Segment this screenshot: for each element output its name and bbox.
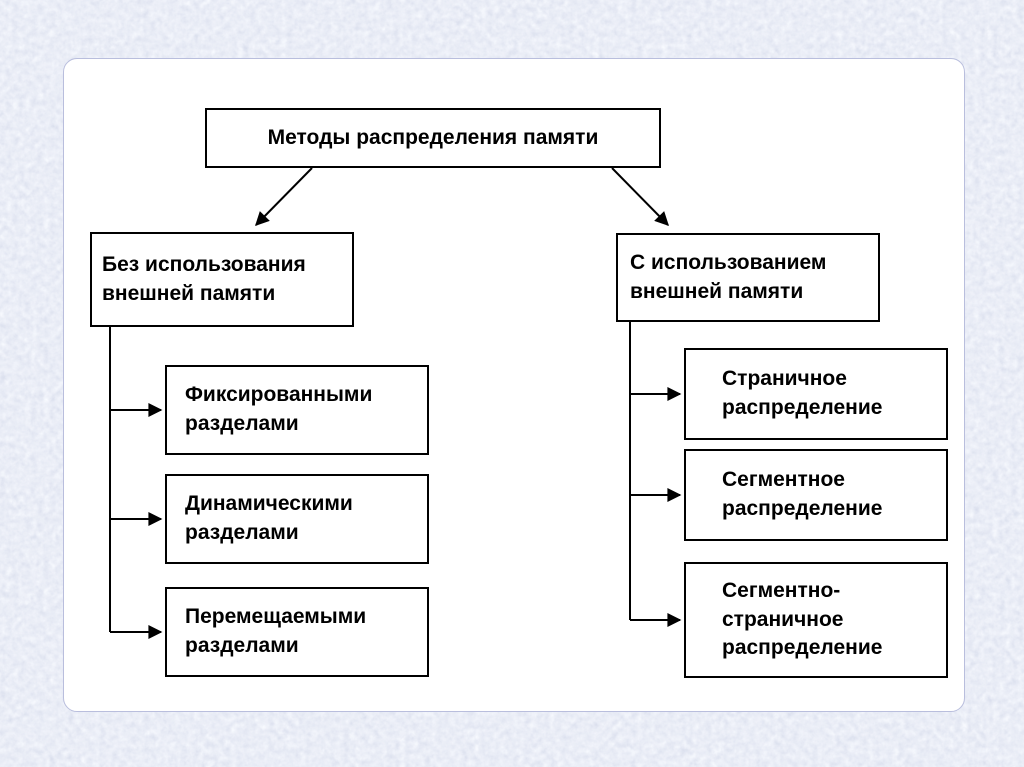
node-segment-allocation: Сегментное распределение bbox=[684, 449, 948, 541]
node-label: С использованием внешней памяти bbox=[630, 250, 827, 303]
node-label: Сегментно- страничное распределение bbox=[722, 578, 883, 660]
node-label: Сегментное распределение bbox=[722, 468, 883, 520]
node-label: Методы распределения памяти bbox=[267, 125, 599, 149]
node-segment-page-allocation: Сегментно- страничное распределение bbox=[684, 562, 948, 678]
node-fixed-partitions: Фиксированными разделами bbox=[165, 365, 429, 455]
node-page-allocation: Страничное распределение bbox=[684, 348, 948, 440]
node-with-external-memory: С использованием внешней памяти bbox=[616, 233, 880, 322]
node-without-external-memory: Без использования внешней памяти bbox=[90, 232, 354, 327]
node-label: Без использования внешней памяти bbox=[102, 252, 306, 305]
node-label: Динамическими разделами bbox=[185, 492, 353, 544]
node-movable-partitions: Перемещаемыми разделами bbox=[165, 587, 429, 677]
node-dynamic-partitions: Динамическими разделами bbox=[165, 474, 429, 564]
node-label: Фиксированными разделами bbox=[185, 383, 373, 435]
node-label: Страничное распределение bbox=[722, 367, 883, 419]
node-label: Перемещаемыми разделами bbox=[185, 605, 367, 657]
node-memory-allocation-methods: Методы распределения памяти bbox=[205, 108, 661, 168]
